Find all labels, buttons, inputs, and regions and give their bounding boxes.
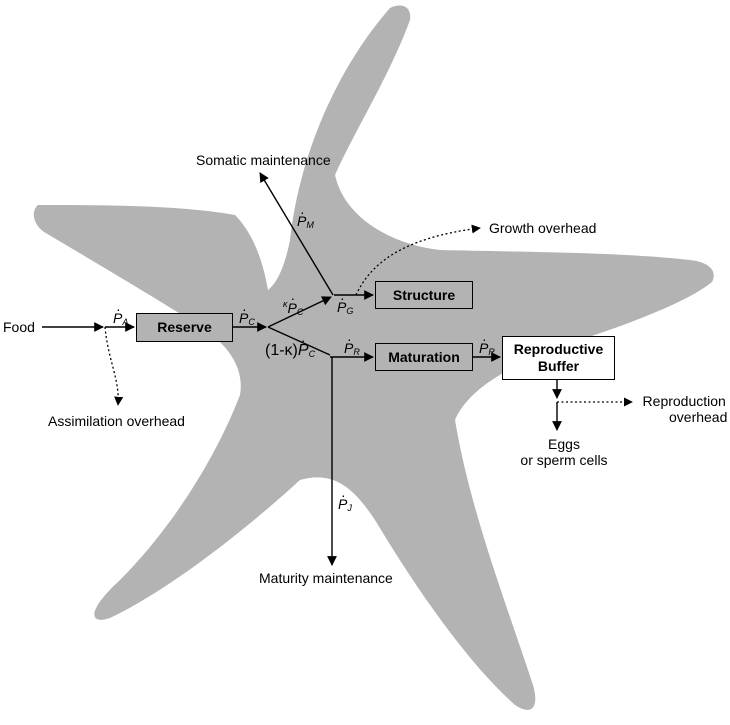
maturation-box: Maturation [375,343,473,371]
flux-one-minus-kappa-sub: C [308,349,316,359]
reproductive-buffer-label-line2: Buffer [537,358,580,374]
flux-assimilation-symbol: P [113,310,123,326]
one-minus-kappa-branch-line [267,326,331,356]
flux-kappa-prefix: κ [283,299,288,309]
reproduction-overhead-label: Reproduction overhead [641,393,728,425]
eggs-line1: Eggs [548,436,580,452]
maturation-label: Maturation [388,348,460,365]
flux-growth-sub: G [346,306,354,316]
flux-assimilation: ·PA [113,301,129,327]
flux-one-minus-kappa-prefix: (1-κ) [265,342,298,359]
flux-mobilisation-sub: C [248,317,255,327]
reproductive-buffer-label-line1: Reproductive [513,341,604,357]
flux-somatic-maintenance: ·PM [297,204,314,230]
flux-kappa-symbol: P [287,300,297,316]
growth-overhead-arrow [355,224,481,296]
flux-mobilisation: ·PC [239,301,255,327]
flux-assimilation-sub: A [122,317,129,327]
structure-label: Structure [392,286,456,303]
reproduction-overhead-line1: Reproduction [642,393,726,409]
flux-kappa-sub: C [296,307,304,317]
eggs-line2: or sperm cells [520,452,608,468]
flux-mobilisation-symbol: P [239,310,249,326]
somatic-maintenance-label: Somatic maintenance [196,152,331,168]
eggs-label: Eggs or sperm cells [514,436,614,468]
flux-maturation: ·PR [344,331,360,357]
flux-growth: ·PG [337,290,354,316]
food-label: Food [3,319,35,335]
structure-box: Structure [375,281,473,309]
somatic-maintenance-arrow [259,172,334,296]
growth-overhead-label: Growth overhead [489,220,597,236]
flux-kappa-mobilisation: κ·PC [283,290,304,317]
flux-reproduction: ·PR [479,331,495,357]
reserve-label: Reserve [157,319,212,335]
flux-reproduction-sub: R [488,347,495,357]
flux-somatic-symbol: P [297,213,307,229]
reproductive-buffer-box: Reproductive Buffer [502,336,615,380]
kappa-branch-arrow [267,296,332,328]
flux-reproduction-symbol: P [479,340,489,356]
flux-maturation-symbol: P [344,340,354,356]
maturity-maintenance-label: Maturity maintenance [259,570,393,586]
flux-one-minus-kappa-mobilisation: (1-κ)·PC [265,332,316,359]
assimilation-overhead-label: Assimilation overhead [48,413,185,429]
flux-growth-symbol: P [337,299,347,315]
flux-maturity-sub: J [347,503,352,513]
flux-one-minus-kappa-symbol: P [297,342,309,359]
reserve-box: Reserve [136,313,233,342]
flux-maturation-sub: R [353,347,360,357]
reproduction-overhead-line2: overhead [669,409,728,425]
flux-maturity-maintenance: ·PJ [338,487,352,513]
flux-somatic-sub: M [306,220,314,230]
assimilation-overhead-arrow [104,326,124,406]
flux-maturity-symbol: P [338,496,348,512]
